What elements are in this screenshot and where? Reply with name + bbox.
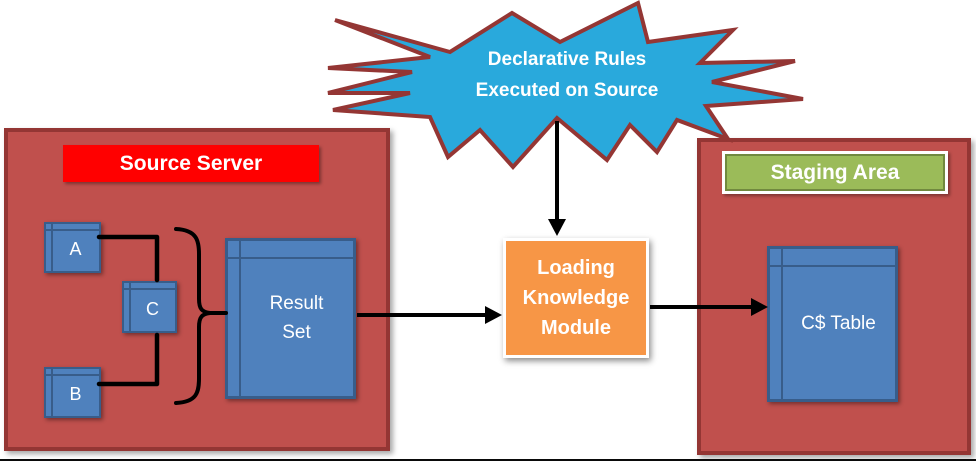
starburst-text: Declarative Rules Executed on Source xyxy=(438,44,696,106)
table-c-column-line xyxy=(129,283,131,331)
table-a-label: A xyxy=(69,239,82,259)
table-c-header-line xyxy=(124,288,175,290)
loading-knowledge-module-box: Loading Knowledge Module xyxy=(503,238,649,358)
cs-table-label: C$ Table xyxy=(801,312,876,334)
table-a: A xyxy=(44,222,101,273)
starburst-text-line2: Executed on Source xyxy=(475,80,659,101)
arrow-resultset-to-module-head xyxy=(485,306,502,324)
staging-area-banner: Staging Area xyxy=(722,151,948,194)
table-b-column-line xyxy=(51,369,53,416)
table-a-column-line xyxy=(51,224,53,271)
cs-table-column-line xyxy=(781,249,783,399)
table-b: B xyxy=(44,367,101,418)
starburst-text-line1: Declarative Rules xyxy=(487,49,647,70)
loading-knowledge-module-label: Loading Knowledge Module xyxy=(522,257,630,339)
staging-area-banner-inner: Staging Area xyxy=(725,154,945,191)
table-b-header-line xyxy=(46,374,99,376)
table-a-header-line xyxy=(46,229,99,231)
cs-table-header-line xyxy=(770,265,895,267)
source-server-label: Source Server xyxy=(119,151,263,175)
result-set-table: Result Set xyxy=(225,238,356,399)
result-set-column-line xyxy=(239,241,241,396)
cs-table: C$ Table xyxy=(767,246,898,402)
table-b-label: B xyxy=(69,384,82,404)
arrow-starburst-to-module-head xyxy=(548,219,566,236)
table-c-label: C xyxy=(146,298,159,319)
result-set-header-line xyxy=(228,257,353,259)
staging-area-label: Staging Area xyxy=(770,160,900,184)
table-c: C xyxy=(122,281,177,333)
source-server-banner: Source Server xyxy=(63,145,319,182)
result-set-label: Result Set xyxy=(269,293,324,343)
